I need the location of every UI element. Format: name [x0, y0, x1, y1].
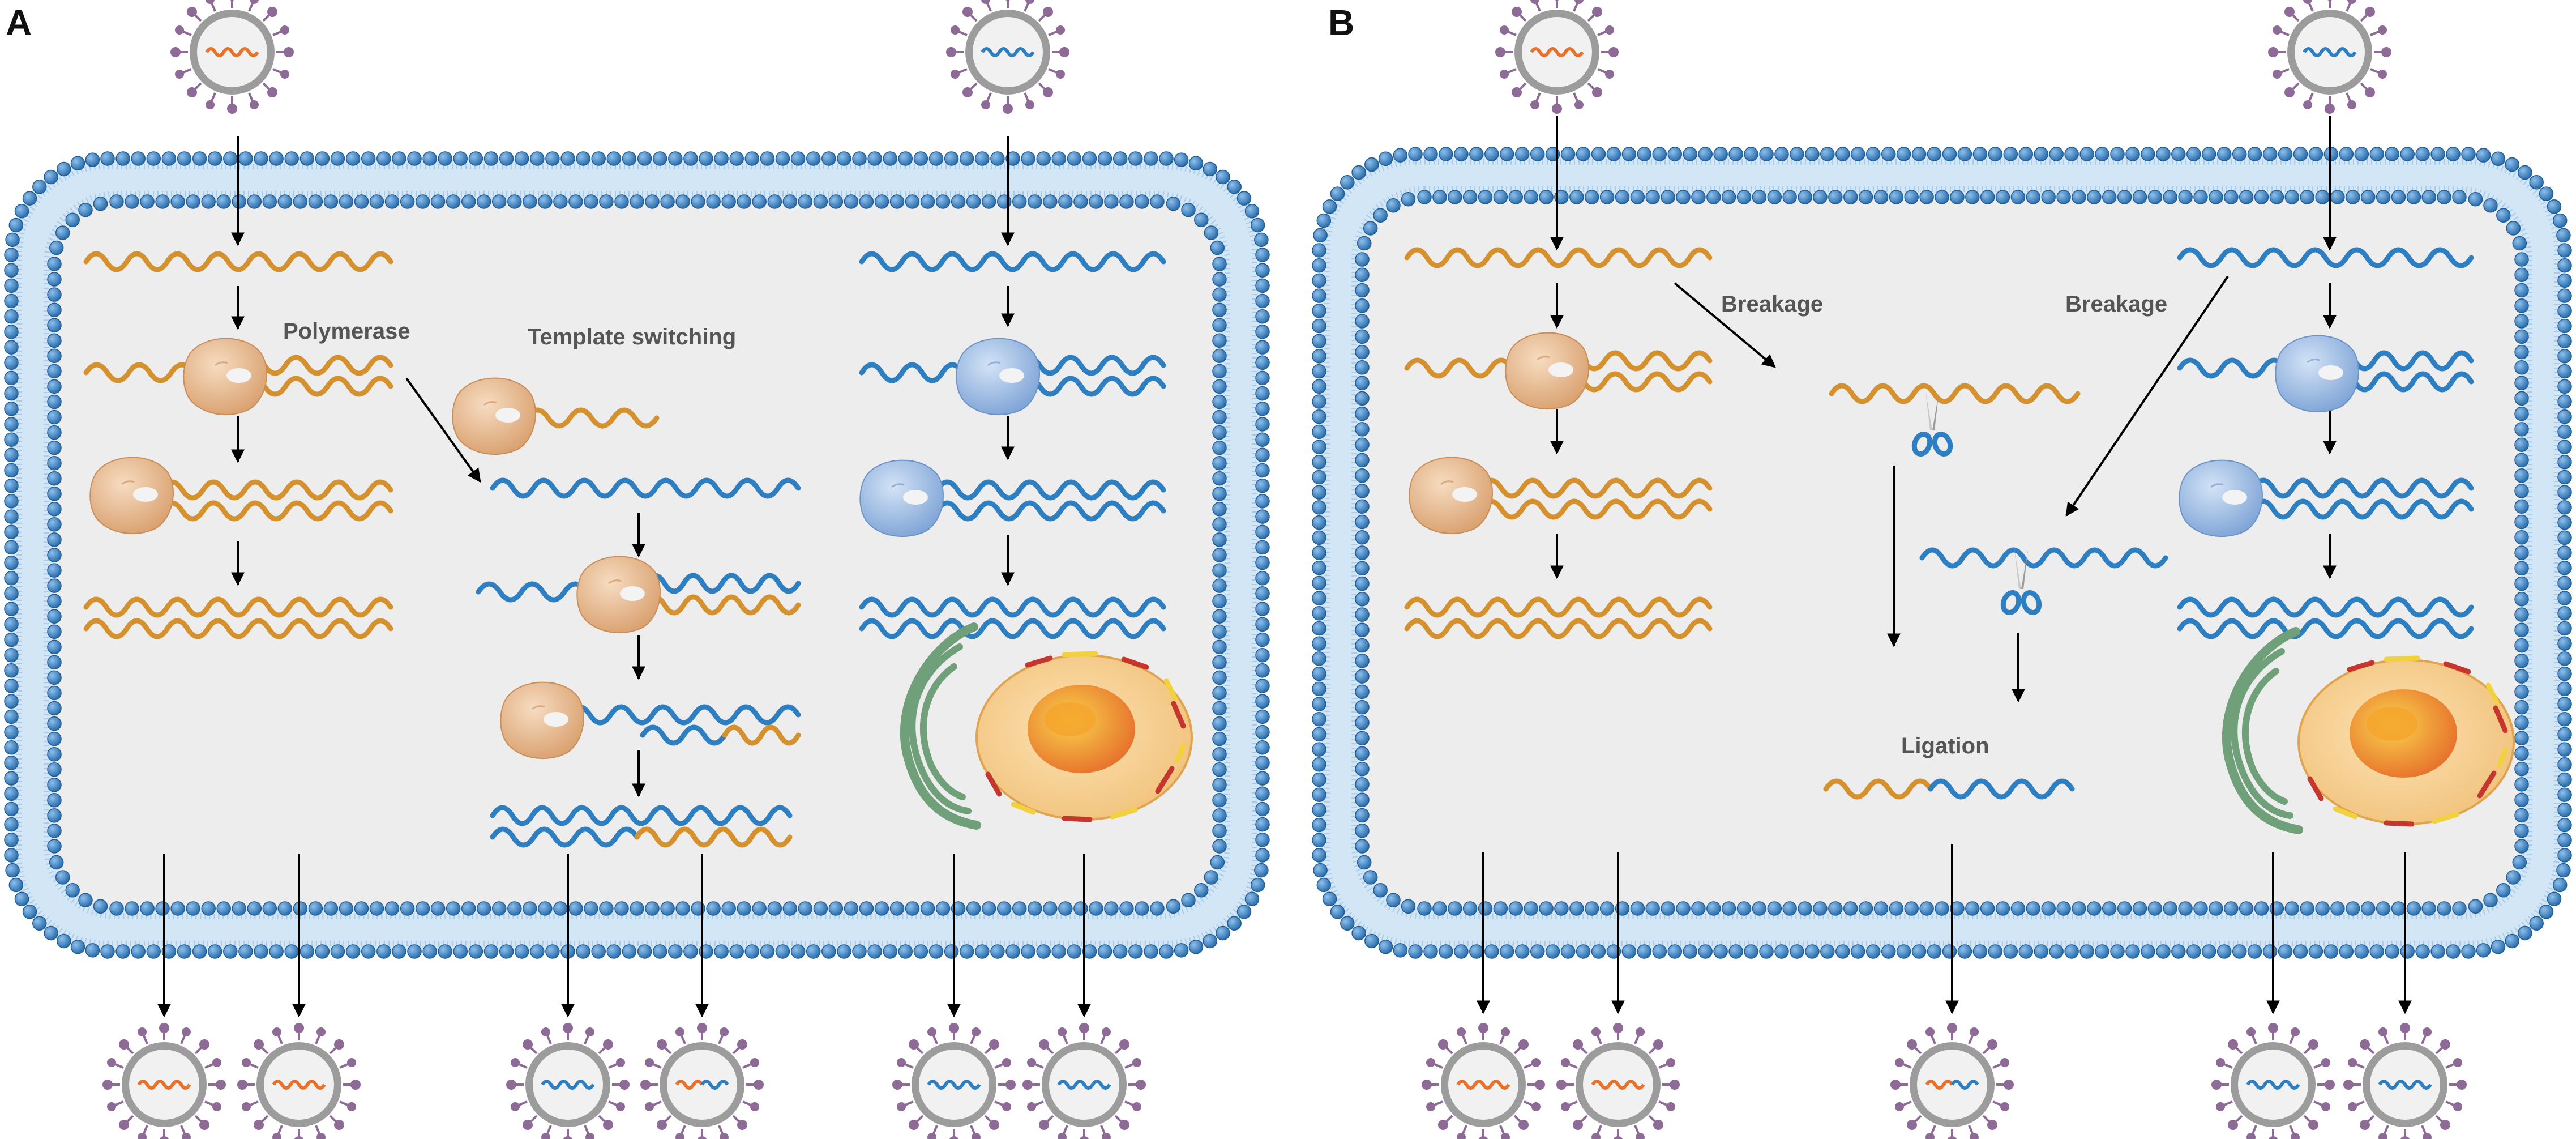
panel-a: Polymerase Template switching	[83, 0, 1192, 1139]
rna-strand	[1829, 383, 2081, 404]
rna-strand	[859, 618, 1166, 639]
rna-strand	[241, 376, 393, 397]
rna-strand	[2177, 618, 2474, 639]
rna-strand	[643, 594, 801, 616]
rna-strand	[722, 724, 801, 746]
panel-letter-b: B	[1328, 2, 1354, 43]
rna-strand	[159, 500, 393, 522]
panel-letter-a: A	[6, 2, 32, 43]
panel-a-rna-strands	[83, 251, 1166, 848]
label-breakage-right: Breakage	[2065, 292, 2167, 317]
rna-strand	[2250, 477, 2474, 499]
rna-strand	[83, 596, 393, 618]
rna-strand	[643, 573, 801, 594]
rna-strand	[1478, 498, 1713, 520]
rna-strand	[490, 477, 801, 499]
rna-strand	[859, 596, 1166, 618]
rna-strand	[83, 618, 393, 639]
rna-strand	[1404, 247, 1713, 268]
rna-strand	[2177, 357, 2287, 379]
cell-membranes	[4, 147, 2572, 959]
rna-strand	[2177, 247, 2474, 268]
rna-strand	[1823, 778, 1933, 800]
rna-strand	[1919, 547, 2168, 569]
rna-strand	[1404, 357, 1514, 379]
rna-strand	[524, 407, 660, 429]
rna-strand	[83, 362, 195, 383]
rna-strand	[859, 362, 965, 383]
label-breakage-left: Breakage	[1721, 292, 1823, 317]
rna-strand	[859, 251, 1166, 272]
label-polymerase: Polymerase	[283, 319, 410, 344]
label-template-switching: Template switching	[528, 325, 736, 349]
panel-b-arrows	[1477, 116, 2412, 1014]
rna-strand	[83, 251, 393, 272]
rna-strand	[2250, 498, 2474, 520]
rna-strand	[1478, 477, 1713, 499]
panel-b-rna-strands	[1404, 247, 2474, 800]
label-ligation: Ligation	[1901, 733, 1989, 758]
rna-strand	[1016, 376, 1166, 397]
rna-strand	[1404, 596, 1713, 618]
rna-strand	[476, 581, 589, 603]
rna-strand	[1016, 355, 1166, 376]
rna-strand	[490, 805, 793, 826]
panel-a-arrows	[157, 136, 1091, 1018]
rna-strand	[640, 724, 728, 746]
panel-b: Breakage Breakage Ligation	[1404, 0, 2514, 1139]
rna-strand	[1404, 618, 1713, 639]
rna-strand	[934, 500, 1166, 522]
rna-strand	[490, 826, 640, 848]
rna-strand	[159, 479, 393, 501]
rna-strand	[934, 479, 1166, 501]
rna-strand	[566, 704, 801, 726]
rna-strand	[634, 826, 793, 848]
rna-strand	[2177, 596, 2474, 618]
cell-membrane	[1312, 147, 2572, 959]
rna-strand	[1928, 778, 2075, 800]
